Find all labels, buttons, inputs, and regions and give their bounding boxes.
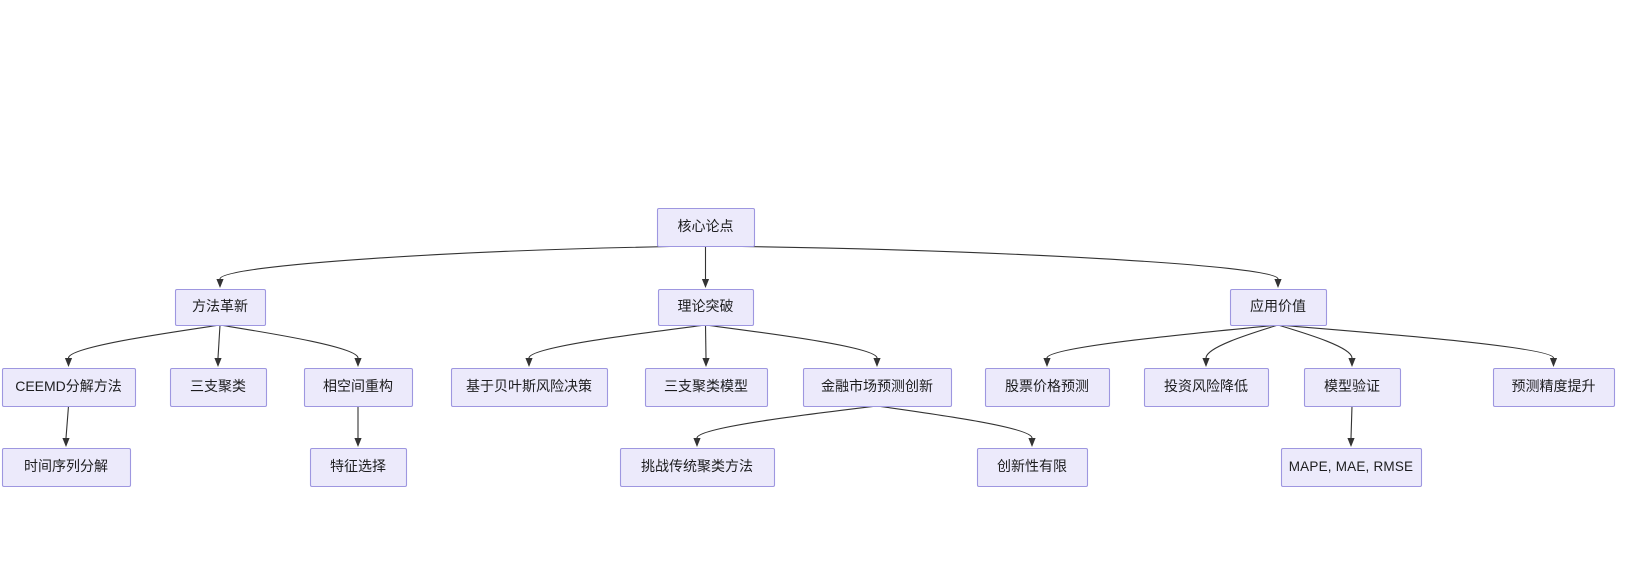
arrowhead-icon	[354, 438, 362, 447]
node-box	[644, 367, 769, 408]
arrowhead-icon	[1348, 358, 1356, 367]
edge-b2-to-c6	[705, 324, 878, 359]
node-label: 特征选择	[330, 458, 386, 474]
node-d5[interactable]: MAPE, MAE, RMSE	[1280, 447, 1423, 488]
node-label: 挑战传统聚类方法	[641, 458, 753, 474]
node-d2[interactable]: 特征选择	[309, 447, 408, 488]
arrowhead-icon	[693, 438, 701, 447]
node-box	[1303, 367, 1402, 408]
node-box	[1143, 367, 1270, 408]
arrowhead-icon	[64, 358, 73, 367]
edge-b2-to-c5	[704, 324, 707, 359]
edge-b2-to-c4	[528, 324, 706, 359]
arrowhead-icon	[354, 358, 362, 367]
node-c3[interactable]: 相空间重构	[303, 367, 414, 408]
node-c5[interactable]: 三支聚类模型	[644, 367, 769, 408]
edge-b1-to-c3	[219, 324, 359, 359]
edge-b3-to-c7	[1046, 324, 1279, 359]
node-label: 相空间重构	[323, 378, 393, 394]
arrowhead-icon	[1028, 438, 1036, 447]
node-box	[976, 447, 1089, 488]
node-label: 预测精度提升	[1512, 378, 1596, 394]
node-label: 模型验证	[1324, 378, 1380, 394]
node-label: 股票价格预测	[1005, 378, 1089, 394]
node-box	[984, 367, 1111, 408]
node-box	[303, 367, 414, 408]
node-b2[interactable]: 理论突破	[657, 288, 755, 327]
node-label: 方法革新	[192, 298, 248, 314]
node-box	[1229, 288, 1328, 327]
node-label: 三支聚类	[190, 378, 246, 394]
node-label: CEEMD分解方法	[15, 378, 122, 394]
node-c4[interactable]: 基于贝叶斯风险决策	[450, 367, 609, 408]
arrowhead-icon	[1043, 358, 1051, 367]
edge-b3-to-c9	[1277, 324, 1353, 359]
node-box	[309, 447, 408, 488]
arrowhead-icon	[701, 279, 710, 288]
edge-c1-to-d1	[65, 405, 70, 439]
node-label: 核心论点	[678, 218, 734, 234]
arrowhead-icon	[1274, 279, 1282, 288]
edge-c9-to-d5	[1350, 405, 1353, 439]
node-box	[174, 288, 267, 327]
node-c8[interactable]: 投资风险降低	[1143, 367, 1270, 408]
edge-b1-to-c1	[67, 324, 221, 359]
node-box	[1492, 367, 1616, 408]
node-label: MAPE, MAE, RMSE	[1289, 459, 1414, 474]
node-d3[interactable]: 挑战传统聚类方法	[619, 447, 776, 488]
node-box	[1280, 447, 1423, 488]
node-label: 理论突破	[678, 298, 734, 314]
edge-b1-to-c2	[217, 324, 221, 359]
edge-c6-to-d3	[696, 405, 878, 439]
node-label: 应用价值	[1250, 298, 1306, 314]
arrowhead-icon	[1202, 358, 1210, 367]
node-box	[619, 447, 776, 488]
arrowhead-icon	[214, 358, 222, 367]
node-box	[1, 447, 132, 488]
node-c9[interactable]: 模型验证	[1303, 367, 1402, 408]
node-box	[657, 288, 755, 327]
arrowhead-icon	[873, 358, 881, 367]
node-b3[interactable]: 应用价值	[1229, 288, 1328, 327]
node-box	[450, 367, 609, 408]
node-label: 基于贝叶斯风险决策	[466, 378, 592, 394]
node-label: 投资风险降低	[1164, 378, 1248, 394]
edge-root-to-b1	[219, 245, 706, 280]
node-label: 金融市场预测创新	[821, 378, 933, 394]
node-root[interactable]: 核心论点	[656, 207, 756, 248]
arrowhead-icon	[62, 438, 70, 447]
arrowhead-icon	[525, 358, 533, 367]
node-box	[169, 367, 268, 408]
arrowhead-icon	[1549, 358, 1558, 367]
node-b1[interactable]: 方法革新	[174, 288, 267, 327]
edge-b3-to-c8	[1205, 324, 1279, 359]
node-c7[interactable]: 股票价格预测	[984, 367, 1111, 408]
edge-root-to-b3	[705, 245, 1279, 280]
node-c1[interactable]: CEEMD分解方法	[1, 367, 137, 408]
node-box	[1, 367, 137, 408]
edge-b3-to-c10	[1277, 324, 1555, 359]
edges-layer	[62, 245, 1558, 447]
arrowhead-icon	[1347, 438, 1355, 447]
node-label: 时间序列分解	[24, 458, 108, 474]
node-d4[interactable]: 创新性有限	[976, 447, 1089, 488]
node-c6[interactable]: 金融市场预测创新	[802, 367, 953, 408]
arrowhead-icon	[702, 358, 710, 367]
edge-c6-to-d4	[876, 405, 1033, 439]
node-label: 创新性有限	[997, 458, 1067, 474]
node-d1[interactable]: 时间序列分解	[1, 447, 132, 488]
arrowhead-icon	[216, 279, 224, 288]
node-label: 三支聚类模型	[664, 378, 748, 394]
node-box	[656, 207, 756, 248]
node-c2[interactable]: 三支聚类	[169, 367, 268, 408]
node-c10[interactable]: 预测精度提升	[1492, 367, 1616, 408]
node-box	[802, 367, 953, 408]
